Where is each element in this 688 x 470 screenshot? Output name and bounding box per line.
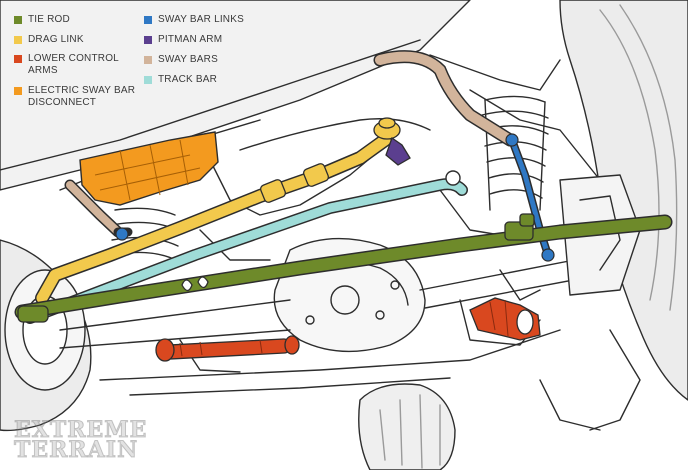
legend-label: TRACK BAR xyxy=(158,74,218,85)
sway-bar-link-right xyxy=(505,133,555,262)
legend-swatch-electric-sway-bar-disconnect xyxy=(14,87,22,95)
legend-swatch-sway-bars xyxy=(144,56,152,64)
legend-label: LOWER CONTROL ARMS xyxy=(28,53,119,76)
legend-item-electric-sway-bar-disconnect: ELECTRIC SWAY BAR DISCONNECT xyxy=(14,85,135,109)
legend-label: DRAG LINK xyxy=(28,34,84,45)
sway-bar-link-left xyxy=(113,227,133,241)
legend-item-sway-bar-links: SWAY BAR LINKS xyxy=(144,14,244,26)
legend-swatch-track-bar xyxy=(144,76,152,84)
rear-tire xyxy=(358,383,456,470)
legend-swatch-pitman-arm xyxy=(144,36,152,44)
lower-control-arm-left xyxy=(155,335,300,362)
legend-label: ELECTRIC SWAY BAR DISCONNECT xyxy=(28,85,136,108)
legend-label: SWAY BARS xyxy=(158,54,218,65)
legend-item-pitman-arm: PITMAN ARM xyxy=(144,34,222,46)
left-coil-spring xyxy=(111,207,179,261)
legend-swatch-tie-rod xyxy=(14,16,22,24)
legend-label: PITMAN ARM xyxy=(158,34,223,45)
legend-item-sway-bars: SWAY BARS xyxy=(144,54,218,66)
legend-swatch-sway-bar-links xyxy=(144,16,152,24)
legend-item-track-bar: TRACK BAR xyxy=(144,74,217,86)
body-panel xyxy=(0,0,471,191)
pitman-arm-shape xyxy=(385,136,411,166)
lower-control-arm-right xyxy=(469,297,541,341)
legend-item-lower-control-arms: LOWER CONTROL ARMS xyxy=(14,53,119,77)
legend-label: TIE ROD xyxy=(28,14,70,25)
legend-item-drag-link: DRAG LINK xyxy=(14,34,84,46)
legend-item-tie-rod: TIE ROD xyxy=(14,14,70,26)
legend-label: SWAY BAR LINKS xyxy=(158,14,244,25)
axle-tube xyxy=(59,254,601,349)
legend-swatch-drag-link xyxy=(14,36,22,44)
legend-swatch-lower-control-arms xyxy=(14,55,22,63)
